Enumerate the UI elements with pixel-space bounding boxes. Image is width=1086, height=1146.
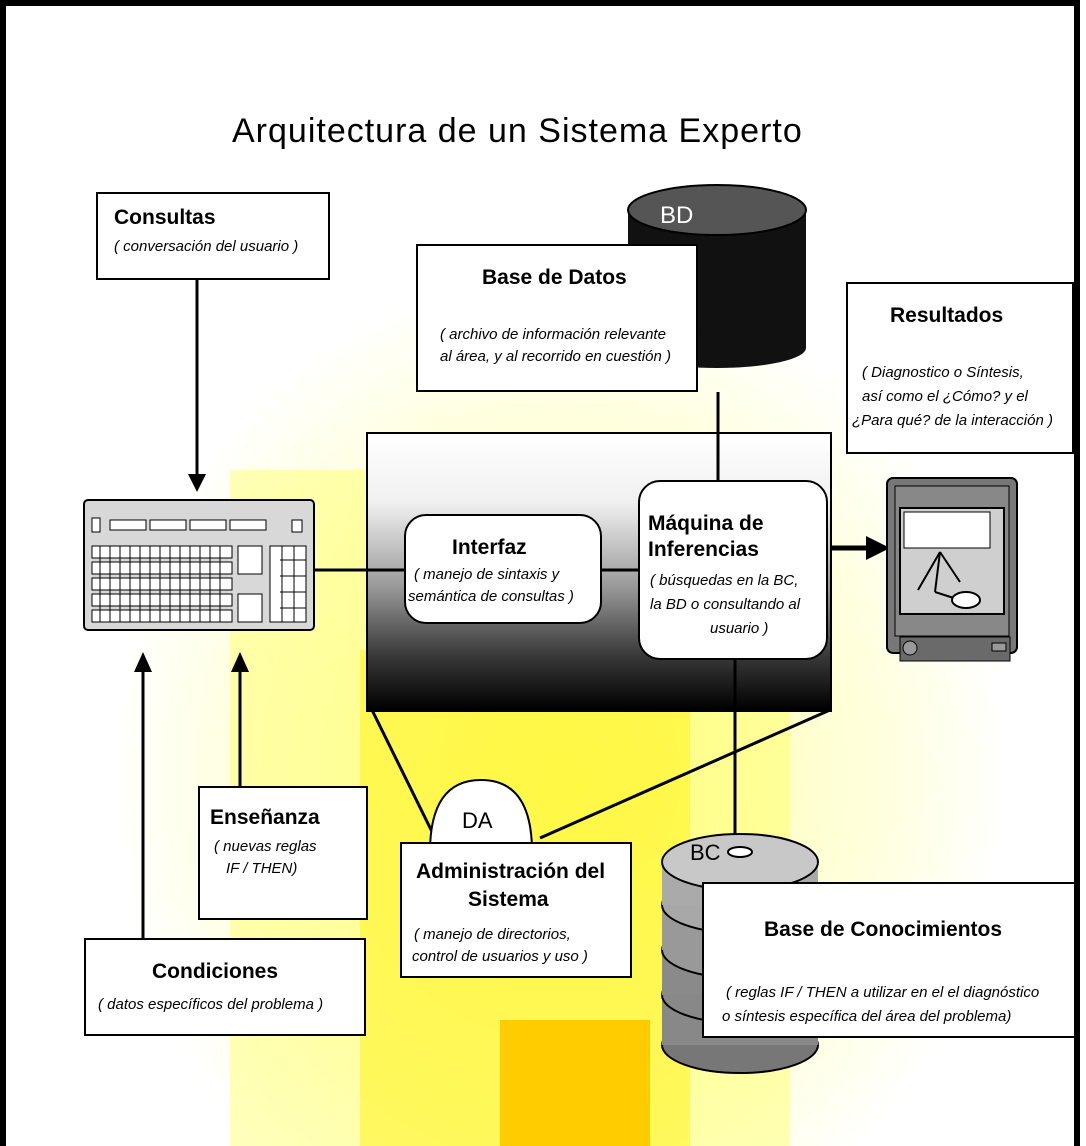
arrowhead-up-condiciones (134, 652, 152, 672)
arrowhead-right (866, 536, 890, 560)
consultas-title: Consultas (114, 206, 216, 229)
resultados-desc-3: ¿Para qué? de la interacción ) (852, 412, 1053, 429)
resultados-desc-1: ( Diagnostico o Síntesis, (862, 364, 1024, 381)
resultados-box: Resultados ( Diagnostico o Síntesis, así… (846, 282, 1074, 454)
da-dome-label: DA (462, 808, 493, 833)
resultados-desc-2: así como el ¿Cómo? y el (862, 388, 1028, 405)
consultas-desc: ( conversación del usuario ) (114, 238, 299, 255)
condiciones-box: Condiciones ( datos específicos del prob… (84, 938, 366, 1036)
interfaz-box: Interfaz ( manejo de sintaxis y semántic… (404, 514, 602, 624)
ensenanza-desc-1: ( nuevas reglas (214, 838, 317, 855)
administracion-desc-1: ( manejo de directorios, (414, 926, 571, 943)
diagram-title: Arquitectura de un Sistema Experto (232, 112, 803, 150)
bc-disk-label: BC (690, 840, 721, 865)
condiciones-desc: ( datos específicos del problema ) (98, 996, 324, 1013)
ensenanza-desc-2: IF / THEN) (226, 860, 298, 877)
base-datos-desc-1: ( archivo de información relevante (440, 326, 666, 343)
monitor-icon (886, 477, 1018, 662)
maquina-title-2: Inferencias (648, 538, 759, 561)
maquina-inferencias-box: Máquina de Inferencias ( búsquedas en la… (638, 480, 828, 660)
base-datos-desc-2: al área, y al recorrido en cuestión ) (440, 348, 671, 365)
arrowhead-down (188, 474, 206, 492)
condiciones-title: Condiciones (152, 960, 279, 983)
base-datos-box: Base de Datos ( archivo de información r… (416, 244, 698, 392)
interfaz-desc-1: ( manejo de sintaxis y (414, 566, 560, 583)
base-datos-title: Base de Datos (482, 266, 627, 289)
ensenanza-title: Enseñanza (210, 806, 320, 829)
base-conocimientos-desc-2: o síntesis específica del área del probl… (722, 1008, 1012, 1025)
maquina-desc-1: ( búsquedas en la BC, (650, 572, 799, 589)
bd-cylinder-label: BD (660, 202, 694, 229)
keyboard-icon (83, 499, 315, 631)
administracion-desc-2: control de usuarios y uso ) (412, 948, 588, 965)
ensenanza-box: Enseñanza ( nuevas reglas IF / THEN) (198, 786, 368, 920)
maquina-desc-3: usuario ) (710, 620, 769, 637)
da-dome-icon (428, 778, 534, 853)
interfaz-desc-2: semántica de consultas ) (408, 588, 574, 605)
base-conocimientos-desc-1: ( reglas IF / THEN a utilizar en el el d… (726, 984, 1040, 1001)
arrowhead-up-ensenanza (231, 652, 249, 672)
administracion-title-1: Administración del (416, 860, 606, 883)
base-conocimientos-box: Base de Conocimientos ( reglas IF / THEN… (702, 882, 1076, 1038)
maquina-desc-2: la BD o consultando al (650, 596, 801, 613)
resultados-title: Resultados (890, 304, 1004, 327)
base-conocimientos-title: Base de Conocimientos (764, 918, 1003, 941)
maquina-title-1: Máquina de (648, 512, 764, 535)
administracion-title-2: Sistema (468, 888, 549, 911)
line-panel-da-left (370, 709, 442, 849)
consultas-box: Consultas ( conversación del usuario ) (96, 192, 330, 280)
administracion-box: Administración del Sistema ( manejo de d… (400, 842, 632, 978)
interfaz-title: Interfaz (452, 536, 527, 559)
line-panel-da-right (539, 708, 831, 840)
